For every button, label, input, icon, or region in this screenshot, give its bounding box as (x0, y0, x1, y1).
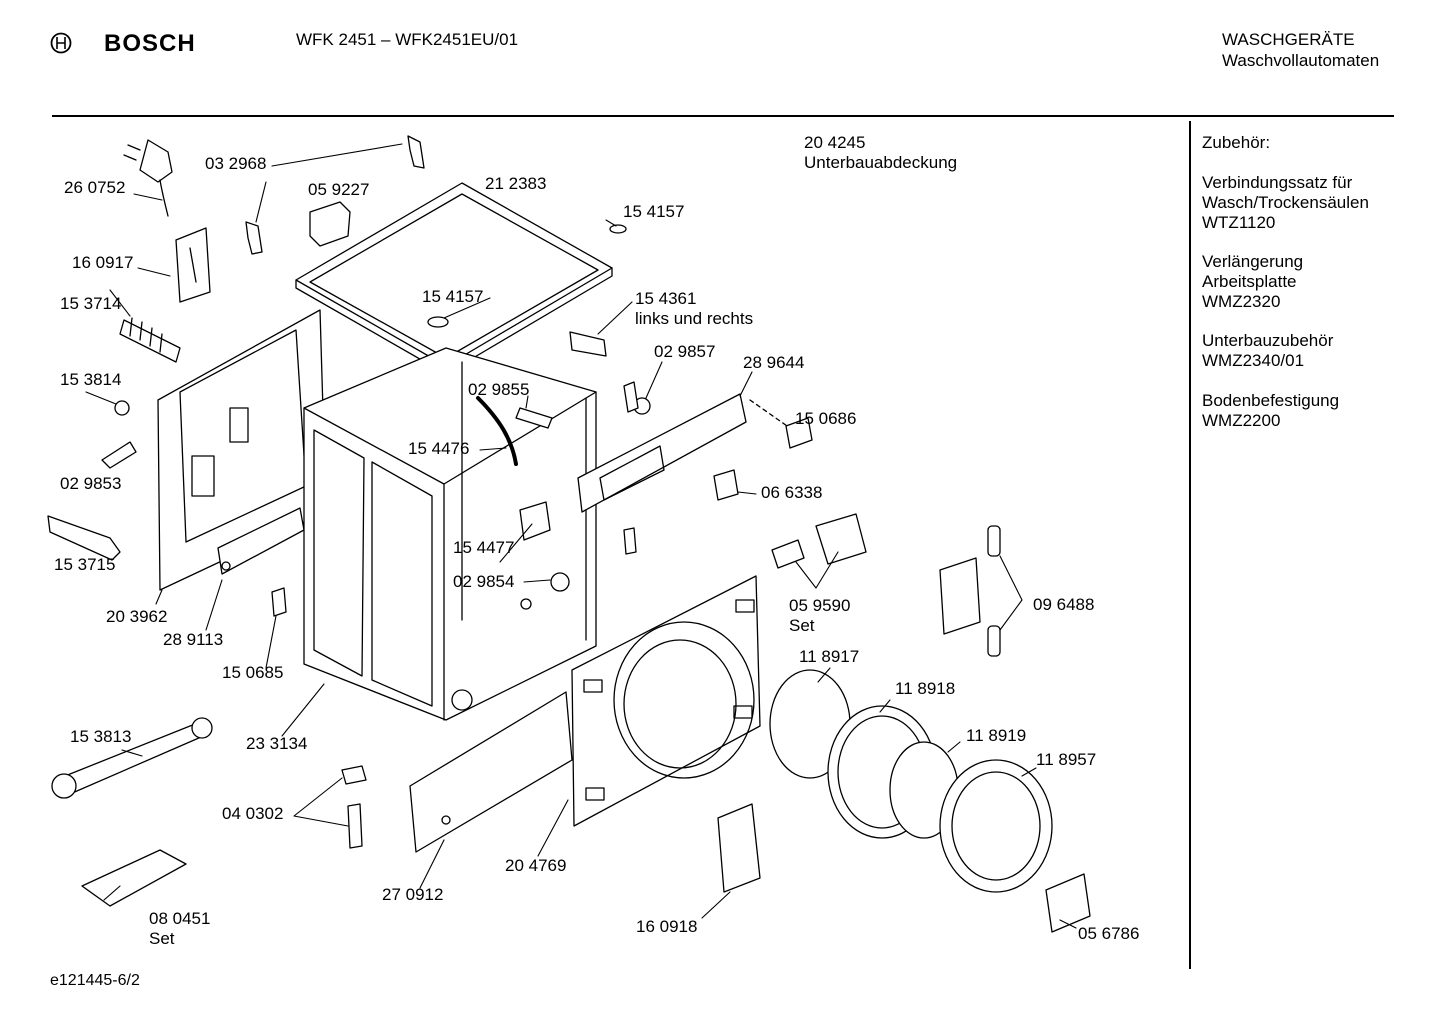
accessories-title: Zubehör: (1202, 133, 1271, 152)
part-label: 02 9857 (654, 342, 716, 361)
part-label: 15 4476 (408, 439, 470, 458)
plug-cap-icon (609, 224, 627, 234)
part-label: 21 2383 (485, 174, 547, 193)
control-panel-strip (409, 691, 573, 853)
part-label: 15 4361 links und rechts (635, 289, 754, 328)
part-label: 15 4477 (453, 538, 515, 557)
part-label: 11 8918 (895, 679, 956, 698)
model-number: WFK 2451 – WFK2451EU/01 (296, 30, 519, 49)
part-label: 02 9853 (60, 474, 122, 493)
bracket-icon (519, 501, 551, 541)
nut-icon (341, 765, 367, 785)
interlock-part (717, 803, 761, 893)
part-label: 15 4157 (422, 287, 484, 306)
part-label: 23 3134 (246, 734, 308, 753)
part-label: 09 6488 (1033, 595, 1095, 614)
part-label: 15 4157 (623, 202, 685, 221)
drawing-code: e121445-6/2 (50, 972, 140, 989)
door-handle-part (1045, 873, 1091, 933)
power-plug-icon (123, 139, 173, 217)
part-label: 27 0912 (382, 885, 444, 904)
switch-icon (271, 587, 287, 617)
transport-bracket-part (81, 849, 187, 907)
part-label: 15 0686 (795, 409, 857, 428)
part-label: 02 9854 (453, 572, 515, 591)
part-label: 15 3714 (60, 294, 122, 313)
accessory-item: Bodenbefestigung WMZ2200 (1202, 391, 1340, 430)
bracket-icon (515, 407, 553, 429)
part-label: 26 0752 (64, 178, 126, 197)
housing-cabinet-part (303, 347, 597, 721)
part-label: 15 3813 (70, 727, 132, 746)
header-divider (52, 115, 1394, 117)
latch-icon (785, 417, 813, 449)
bosch-logo-icon (50, 32, 72, 54)
brand-name: BOSCH (104, 30, 196, 57)
drain-pump-part (47, 515, 121, 561)
front-panel-part (571, 575, 761, 827)
sidebar-divider (1189, 121, 1191, 969)
grommet-icon (713, 469, 739, 501)
part-label: 11 8917 (799, 647, 860, 666)
part-label: 16 0918 (636, 917, 698, 936)
accessory-item: Unterbauzubehör WMZ2340/01 (1202, 331, 1334, 370)
part-label: 11 8919 (966, 726, 1027, 745)
door-lock-part (815, 513, 867, 565)
door-frame-part (939, 759, 1053, 893)
clamp-icon (245, 135, 425, 255)
part-label: 15 0685 (222, 663, 284, 682)
bracket-icon (101, 441, 137, 469)
cover-strip-icon (569, 331, 607, 357)
part-label: 11 8957 (1036, 750, 1097, 769)
part-label: 05 9227 (308, 180, 370, 199)
bushing-icon (550, 572, 570, 592)
category-subtitle: Waschvollautomaten (1222, 51, 1380, 70)
handle-icon (309, 201, 351, 247)
door-hinge-part (939, 557, 981, 635)
cross-rail-part (577, 393, 747, 513)
part-label: 20 3962 (106, 607, 168, 626)
part-label: 05 9590 Set (789, 596, 851, 635)
part-label: 05 6786 (1078, 924, 1140, 943)
part-label: 15 3814 (60, 370, 122, 389)
part-label: 20 4769 (505, 856, 567, 875)
clip-icon (114, 400, 130, 416)
worktop-part (295, 182, 613, 375)
part-label: 03 2968 (205, 154, 267, 173)
accessory-item: Verlängerung Arbeitsplatte WMZ2320 (1202, 252, 1304, 311)
part-label: 28 9113 (163, 630, 224, 649)
screw-icon (347, 803, 363, 849)
part-label: 04 0302 (222, 804, 284, 823)
part-label: 06 6338 (761, 483, 823, 502)
part-label: 02 9855 (468, 380, 530, 399)
category-title: WASCHGERÄTE (1222, 30, 1355, 49)
part-label: 28 9644 (743, 353, 805, 372)
part-label: 08 0451 Set (149, 909, 211, 948)
part-label: 15 3715 (54, 555, 116, 574)
accessory-item: Verbindungssatz für Wasch/Trockensäulen … (1202, 173, 1369, 232)
part-label: 16 0917 (72, 253, 134, 272)
part-label: 20 4245 Unterbauabdeckung (804, 133, 958, 172)
